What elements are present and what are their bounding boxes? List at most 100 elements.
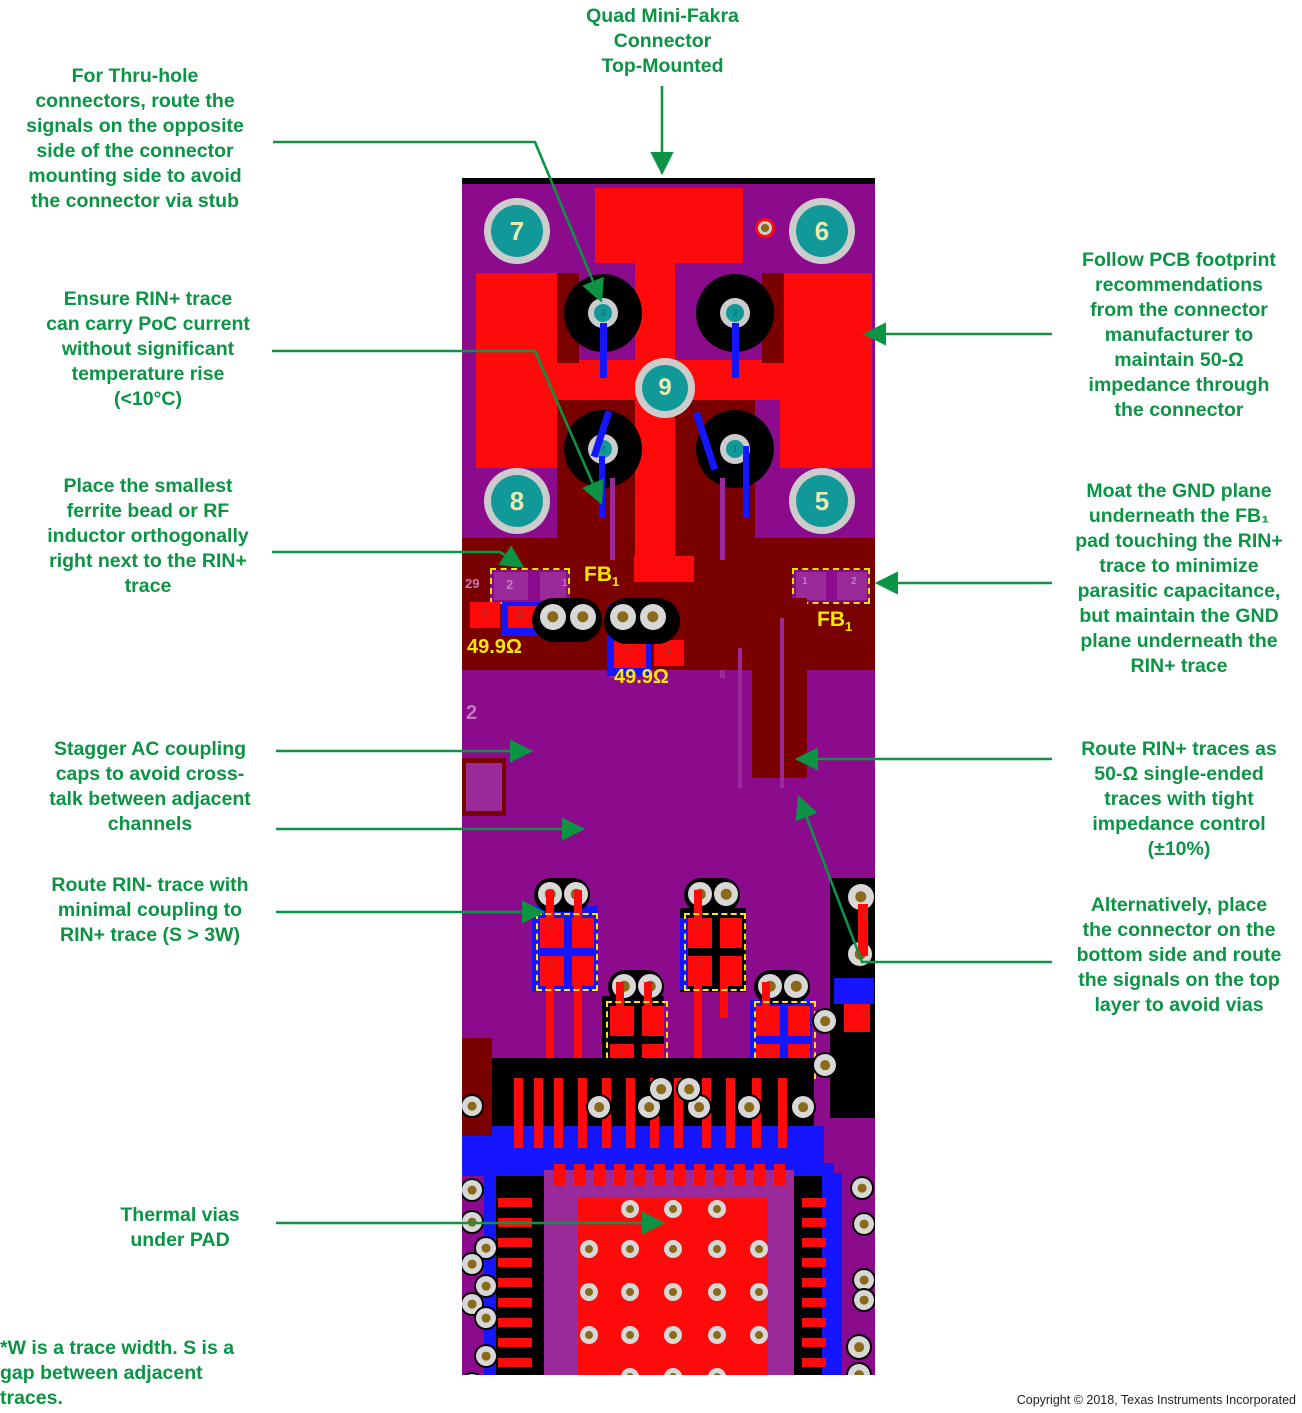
thermal-via: [708, 1326, 726, 1344]
designator-res-mid: 49.9Ω: [614, 666, 669, 688]
connector-pad-8: 8: [484, 468, 550, 534]
thermal-via: [750, 1240, 768, 1258]
ic-left-via: [462, 1254, 482, 1274]
ic-left-via: [462, 1212, 482, 1232]
ic-right-blue: [826, 1173, 842, 1375]
fb-right-pad-2: [837, 572, 867, 600]
annotation-rin-minus: Route RIN- trace with minimal coupling t…: [51, 874, 249, 946]
right-padnum-1: 1: [862, 912, 868, 923]
ic-pin-top: [594, 1164, 605, 1186]
connector-pad-7-label: 7: [491, 205, 543, 257]
board-edge-top: [462, 178, 875, 184]
ic-pin-top: [774, 1164, 785, 1186]
ic-pin-top: [694, 1164, 705, 1186]
designator-fb1-right: FB1: [817, 608, 853, 635]
thermal-via: [580, 1326, 598, 1344]
ic-pin-left: [498, 1298, 532, 1307]
right-via-4: [814, 1054, 836, 1076]
silk-fb-right-2: 2: [851, 576, 857, 587]
cap3-padnum-1: 1: [618, 1010, 624, 1021]
thermal-via: [664, 1283, 682, 1301]
signal-via-2-label: 2: [726, 304, 744, 322]
annotation-poc-current: Ensure RIN+ trace can carry PoC current …: [46, 288, 250, 410]
highlight-fb-right: [792, 568, 870, 604]
annotation-single-ended-traces: Route RIN+ traces as 50-Ω single-ended t…: [1081, 738, 1277, 860]
thermal-via: [621, 1283, 639, 1301]
cap2-padnum-1: 1: [696, 922, 702, 933]
ic-left-via: [476, 1346, 496, 1366]
ic-pin-left: [498, 1318, 532, 1327]
ic-pin-top: [674, 1164, 685, 1186]
right-padnum-2: 2: [862, 1010, 868, 1021]
signal-via-1-label: 1: [726, 440, 744, 458]
ic-pin-right: [802, 1338, 842, 1347]
cap1-trace-b: [574, 890, 582, 926]
thermal-via: [708, 1283, 726, 1301]
annotation-thru-hole: For Thru-hole connectors, route the sign…: [26, 65, 244, 212]
thermal-via: [708, 1368, 726, 1375]
thermal-via: [708, 1240, 726, 1258]
cap2-trace-down-b: [720, 978, 728, 1018]
silk-29: 29: [465, 576, 480, 591]
ic-right-via: [854, 1214, 874, 1234]
annotation-stagger-caps: Stagger AC coupling caps to avoid cross-…: [49, 738, 251, 835]
silk-fb-left-1: 1: [562, 578, 568, 589]
trace-blue-1b: [743, 446, 749, 518]
ic-pin-left: [498, 1238, 532, 1247]
copper-pour-right: [780, 273, 872, 468]
silk-left-2: 2: [466, 702, 478, 724]
fanout-via-6: [678, 1078, 700, 1100]
ic-left-via: [476, 1308, 496, 1328]
right-trace-2: [834, 978, 874, 1004]
trace-blue-4b: [599, 456, 605, 518]
fanout-via-8: [462, 1096, 482, 1116]
designator-res-left: 49.9Ω: [467, 636, 522, 658]
ic-right-via: [854, 1270, 874, 1290]
gnd-plane-fb-strip: [462, 568, 484, 582]
resistor-left-pad-1: [470, 602, 500, 628]
fb-left-pad-2: [494, 572, 528, 600]
thermal-via: [621, 1240, 639, 1258]
fanout-trace-3: [554, 1078, 563, 1148]
cap3-trace-b: [644, 982, 652, 1014]
ic-left-via: [462, 1294, 482, 1314]
fanout-trace-6: [626, 1078, 635, 1148]
fb-via-2: [570, 604, 596, 630]
cap1-padnum-1: 1: [548, 922, 554, 933]
fanout-trace-4: [578, 1078, 587, 1148]
silk-fb-right-1: 1: [802, 576, 808, 587]
ic-pin-top: [714, 1164, 725, 1186]
padnum-res-mid-1: 1: [666, 645, 672, 656]
thermal-via: [664, 1200, 682, 1218]
ic-pin-right: [802, 1238, 842, 1247]
connector-pad-9-label: 9: [642, 365, 688, 411]
ic-pin-top: [634, 1164, 645, 1186]
annotation-moat-gnd: Moat the GND plane underneath the FB₁ pa…: [1075, 480, 1283, 677]
fanout-via-4: [738, 1096, 760, 1118]
fanout-trace-10: [726, 1078, 735, 1148]
trace-blue-3: [600, 323, 607, 378]
gnd-left-blk2: [466, 763, 502, 811]
annotation-footprint-recommendations: Follow PCB footprint recommendations fro…: [1082, 249, 1276, 421]
trace-right-1: [738, 648, 742, 788]
connector-pad-9: 9: [635, 358, 695, 418]
ic-pin-top: [614, 1164, 625, 1186]
annotation-footnote: *W is a trace width. S is a gap between …: [0, 1337, 235, 1409]
silk-fb-left-2: 2: [506, 577, 514, 592]
copper-small-top: [634, 556, 694, 582]
cap3-padnum-2: 2: [618, 1048, 624, 1059]
cap2-via-b: [714, 882, 738, 906]
cap4-padnum-1: 1: [764, 1010, 770, 1021]
fb-right-pad-1: [796, 572, 826, 600]
ic-pin-right: [802, 1278, 842, 1287]
ic-right-via: [848, 1364, 870, 1375]
cap2-trace-down-a: [694, 978, 702, 1058]
fb-via-1: [540, 604, 566, 630]
right-trace-3: [844, 1004, 870, 1032]
resistor-mid-pad-1: [654, 640, 684, 666]
right-via-3: [814, 1010, 836, 1032]
fanout-via-3: [688, 1096, 710, 1118]
cap2-padnum-2: 2: [696, 960, 702, 971]
cap1-trace-down-b: [574, 978, 582, 1058]
ic-pin-left: [498, 1358, 532, 1367]
